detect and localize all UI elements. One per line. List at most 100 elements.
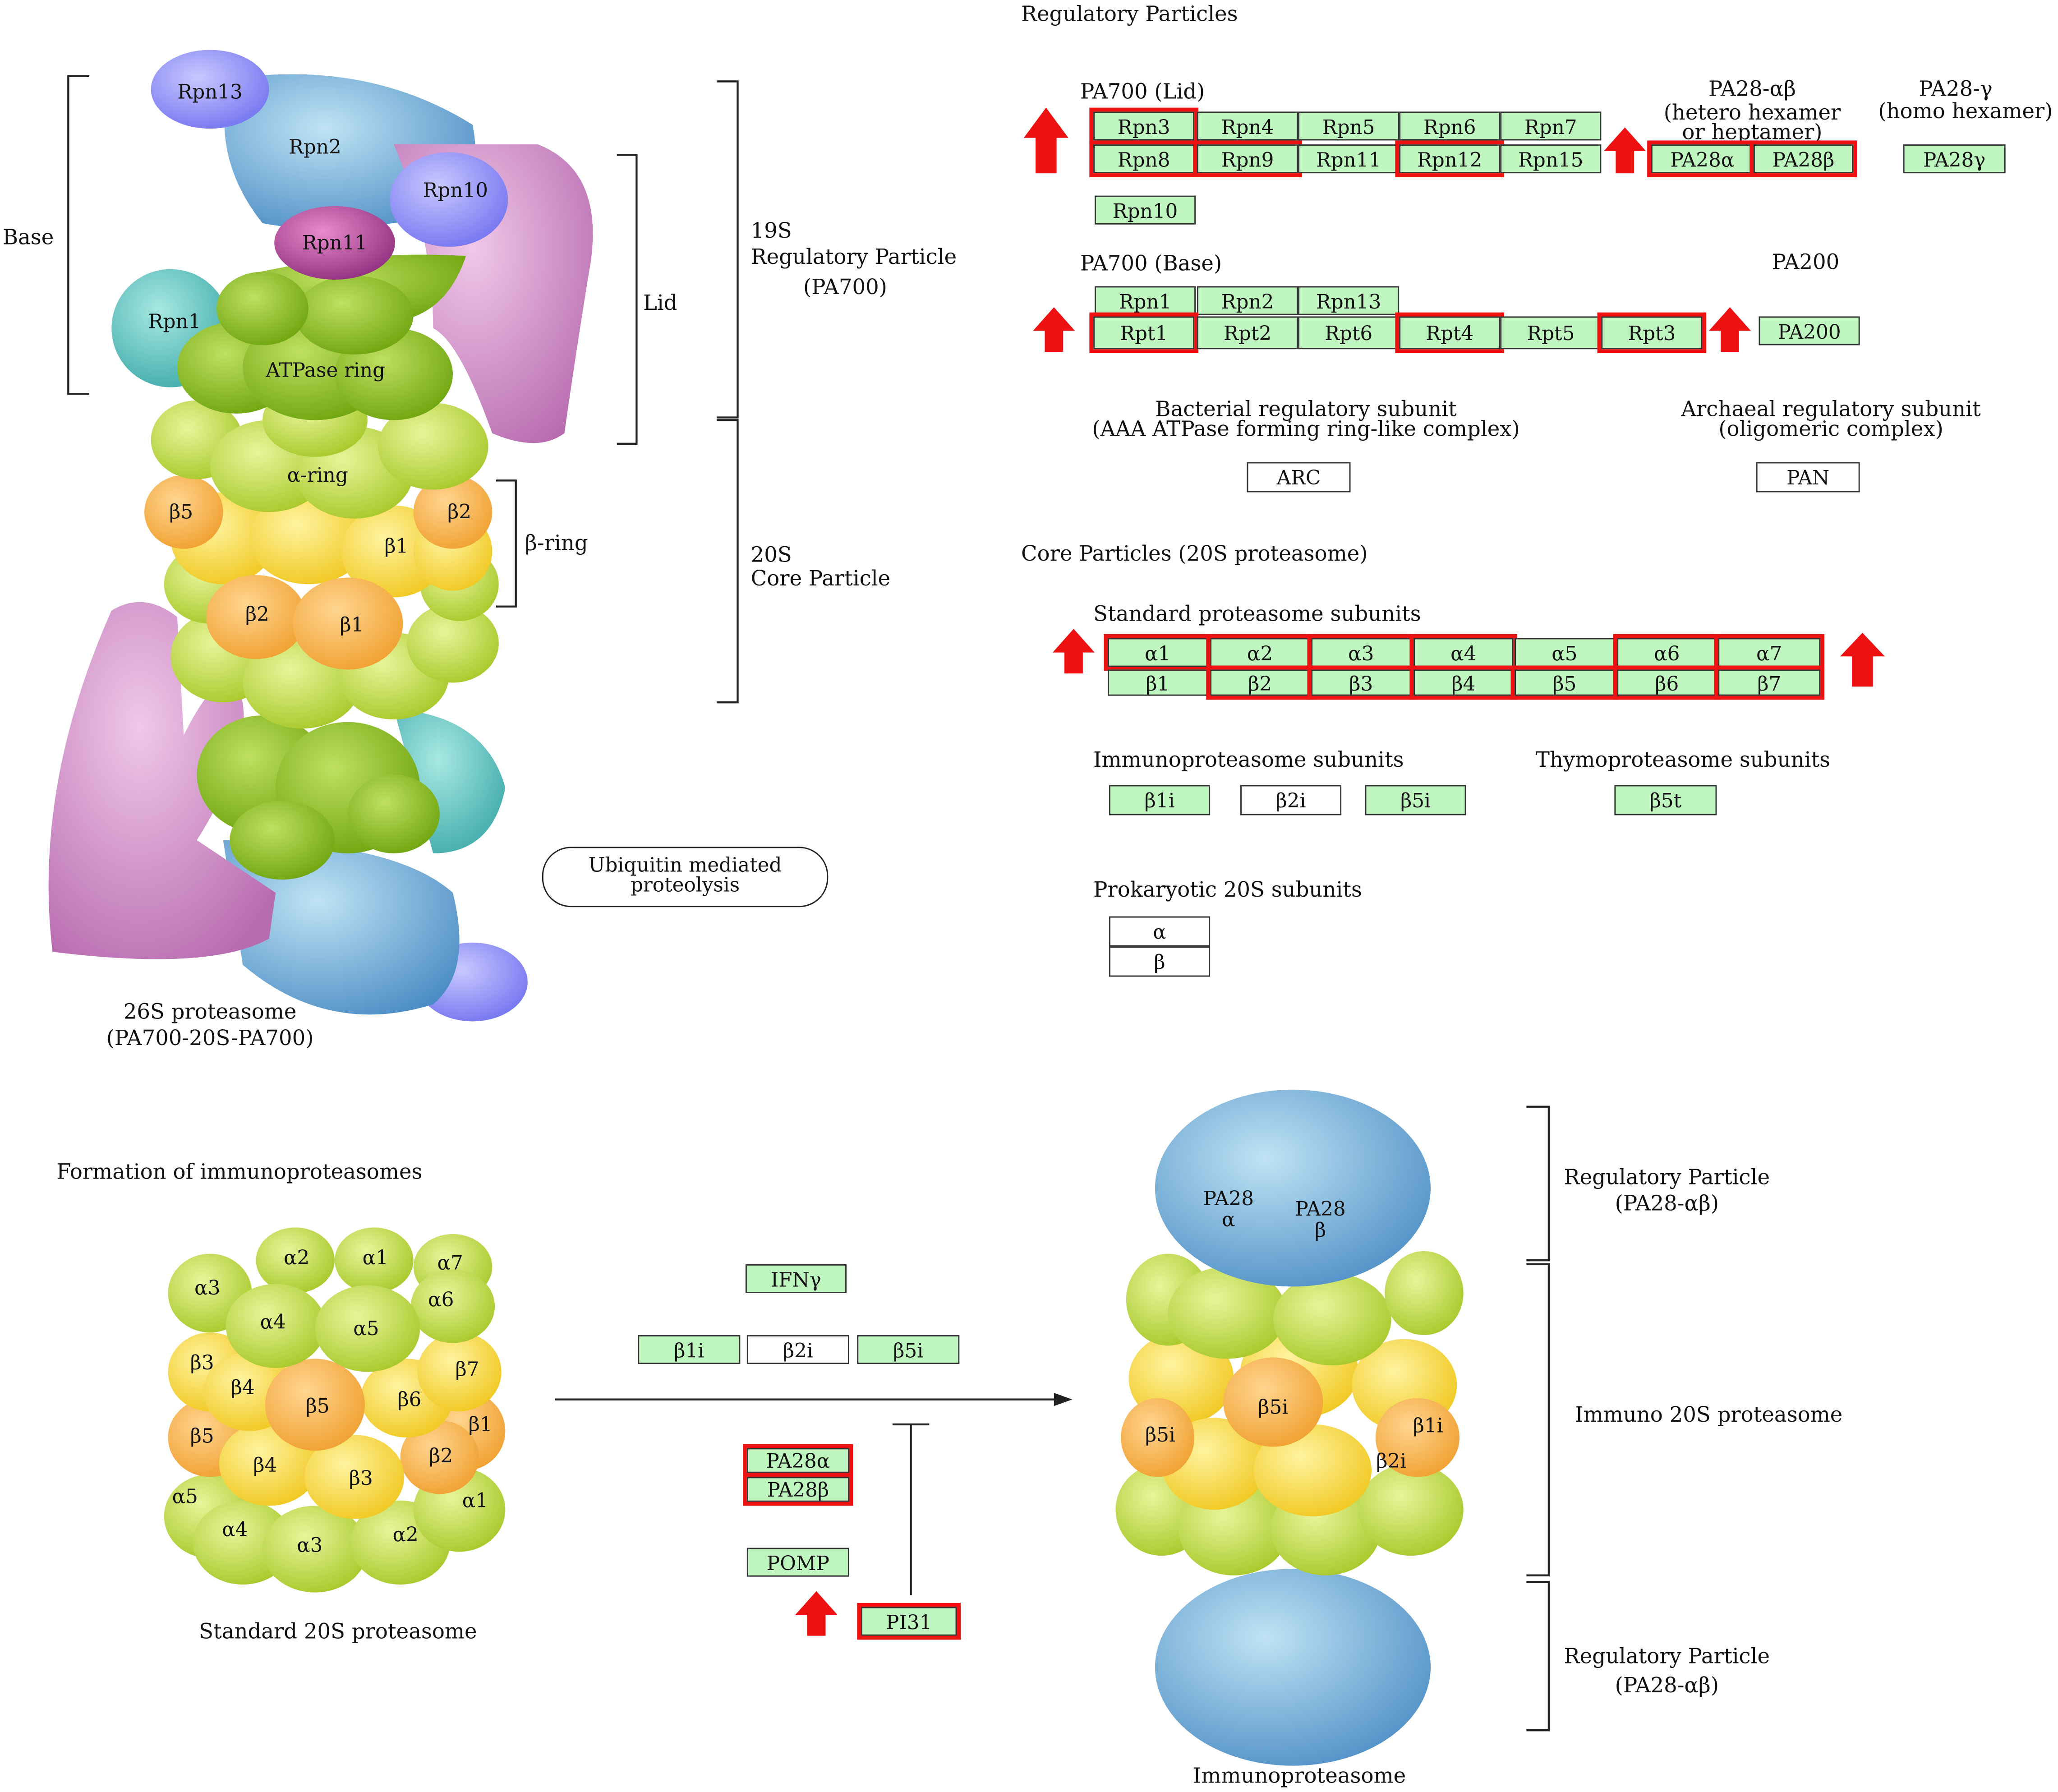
- gene-pa28-beta-formation[interactable]: PA28β: [743, 1473, 853, 1506]
- caption-standard-20s: Standard 20S proteasome: [199, 1618, 477, 1644]
- gene-rpn5[interactable]: Rpn5: [1298, 111, 1400, 141]
- gene-pa28-gamma[interactable]: PA28γ: [1903, 144, 2006, 174]
- gene-pan[interactable]: PAN: [1756, 462, 1860, 493]
- gene-rpt3[interactable]: Rpt3: [1597, 312, 1707, 353]
- gene-pa28-alpha-formation[interactable]: PA28α: [743, 1444, 853, 1477]
- label-rpn2: Rpn2: [289, 135, 341, 159]
- gene-rpn6[interactable]: Rpn6: [1399, 111, 1501, 141]
- std-a6: α6: [428, 1288, 454, 1312]
- std-a2-lower: α2: [392, 1523, 419, 1547]
- brackets-left: [67, 75, 739, 704]
- gene-beta4[interactable]: β4: [1409, 665, 1518, 700]
- gene-alpha4[interactable]: α4: [1409, 634, 1518, 671]
- gene-ifn-gamma[interactable]: IFNγ: [745, 1264, 847, 1293]
- std-b7: β7: [455, 1357, 479, 1381]
- caption-immunoproteasome: Immunoproteasome: [1192, 1763, 1406, 1788]
- formation-arrow: [555, 1398, 1057, 1595]
- gene-beta1i[interactable]: β1i: [1109, 785, 1211, 815]
- gene-alpha3[interactable]: α3: [1307, 634, 1415, 671]
- gene-beta1i-formation[interactable]: β1i: [638, 1335, 741, 1364]
- gene-rpt6[interactable]: Rpt6: [1298, 316, 1400, 350]
- gene-beta2[interactable]: β2: [1206, 665, 1314, 700]
- std-a3-lower: α3: [297, 1533, 323, 1557]
- label-rp-top-sub: (PA28-αβ): [1615, 1190, 1719, 1216]
- gene-rpn2[interactable]: Rpn2: [1197, 286, 1298, 315]
- gene-pa200[interactable]: PA200: [1759, 316, 1860, 346]
- std-a4: α4: [260, 1310, 286, 1334]
- gene-beta3[interactable]: β3: [1307, 665, 1415, 700]
- label-19s: 19S: [750, 218, 792, 243]
- std-a4-lower: α4: [222, 1517, 248, 1542]
- label-20s-core: Core Particle: [750, 566, 891, 591]
- gene-rpn1[interactable]: Rpn1: [1095, 286, 1196, 315]
- gene-rpn4[interactable]: Rpn4: [1197, 111, 1298, 141]
- gene-rpn12[interactable]: Rpn12: [1395, 140, 1504, 177]
- gene-rpn13[interactable]: Rpn13: [1298, 286, 1400, 315]
- gene-alpha7[interactable]: α7: [1714, 634, 1825, 671]
- gene-rpn9[interactable]: Rpn9: [1193, 140, 1302, 177]
- gene-prok-beta[interactable]: β: [1109, 946, 1211, 977]
- label-b1-lower: β1: [340, 613, 364, 637]
- immuno-b5i: β5i: [1258, 1395, 1289, 1419]
- link-ubiquitin-proteolysis[interactable]: Ubiquitin mediated proteolysis: [542, 847, 829, 908]
- immuno-b2i: β2i: [1376, 1449, 1407, 1473]
- std-b4: β4: [230, 1376, 255, 1400]
- gene-beta5t[interactable]: β5t: [1614, 785, 1717, 815]
- heading-standard-subunits: Standard proteasome subunits: [1093, 601, 1421, 627]
- label-rpn1: Rpn1: [148, 309, 201, 334]
- gene-beta6[interactable]: β6: [1613, 665, 1721, 700]
- gene-alpha2[interactable]: α2: [1206, 634, 1314, 671]
- std-a7: α7: [437, 1251, 463, 1275]
- gene-alpha6[interactable]: α6: [1613, 634, 1721, 671]
- gene-beta5i-formation[interactable]: β5i: [857, 1335, 960, 1364]
- immuno-b1i: β1i: [1413, 1414, 1443, 1438]
- gene-pi31[interactable]: PI31: [857, 1603, 961, 1640]
- gene-rpt2[interactable]: Rpt2: [1197, 316, 1298, 350]
- label-atpase-ring: ATPase ring: [266, 358, 386, 382]
- gene-beta7[interactable]: β7: [1714, 665, 1825, 700]
- gene-beta2i[interactable]: β2i: [1240, 785, 1342, 815]
- gene-prok-alpha[interactable]: α: [1109, 916, 1211, 947]
- heading-core-particles: Core Particles (20S proteasome): [1021, 541, 1368, 566]
- label-beta-ring: β-ring: [525, 530, 588, 556]
- gene-rpn15[interactable]: Rpn15: [1500, 144, 1602, 174]
- std-a5: α5: [353, 1317, 379, 1341]
- gene-pa28-alpha[interactable]: PA28α: [1647, 140, 1758, 177]
- gene-beta2i-formation[interactable]: β2i: [746, 1335, 849, 1364]
- heading-pa700-lid: PA700 (Lid): [1080, 78, 1205, 104]
- std-a2: α2: [284, 1246, 310, 1270]
- gene-rpt4[interactable]: Rpt4: [1395, 312, 1504, 353]
- gene-rpn11[interactable]: Rpn11: [1298, 144, 1400, 174]
- immunoproteasome-illustration: [1115, 1089, 1464, 1766]
- label-b2-lower: β2: [245, 602, 269, 627]
- gene-beta5[interactable]: β5: [1510, 665, 1619, 700]
- gene-beta5i[interactable]: β5i: [1365, 785, 1466, 815]
- gene-rpn3[interactable]: Rpn3: [1089, 107, 1198, 145]
- heading-bacterial: Bacterial regulatory subunit: [1155, 396, 1457, 422]
- gene-rpt5[interactable]: Rpt5: [1500, 316, 1602, 350]
- brackets-right: [1526, 1106, 1550, 1732]
- gene-rpn7[interactable]: Rpn7: [1500, 111, 1602, 141]
- gene-pomp[interactable]: POMP: [746, 1548, 849, 1577]
- label-b2: β2: [447, 500, 472, 524]
- heading-bacterial-sub: (AAA ATPase forming ring-like complex): [1092, 416, 1520, 441]
- label-rp-bottom: Regulatory Particle: [1564, 1644, 1770, 1669]
- std-a3: α3: [194, 1276, 221, 1300]
- gene-beta1[interactable]: β1: [1108, 669, 1208, 696]
- label-rpn10: Rpn10: [423, 178, 488, 203]
- label-immuno-20s: Immuno 20S proteasome: [1575, 1402, 1843, 1427]
- heading-pa28ab-sub2: or heptamer): [1682, 119, 1823, 145]
- gene-rpn8[interactable]: Rpn8: [1089, 140, 1198, 177]
- gene-alpha5[interactable]: α5: [1515, 638, 1615, 667]
- gene-alpha1[interactable]: α1: [1104, 634, 1212, 671]
- gene-rpn10[interactable]: Rpn10: [1095, 195, 1196, 225]
- heading-formation: Formation of immunoproteasomes: [56, 1159, 423, 1184]
- gene-pa28-beta[interactable]: PA28β: [1750, 140, 1857, 177]
- label-20s: 20S: [750, 542, 792, 567]
- gene-arc[interactable]: ARC: [1247, 462, 1351, 493]
- gene-rpt1[interactable]: Rpt1: [1089, 312, 1198, 353]
- std-a1: α1: [362, 1246, 388, 1270]
- std-b5: β5: [305, 1394, 330, 1418]
